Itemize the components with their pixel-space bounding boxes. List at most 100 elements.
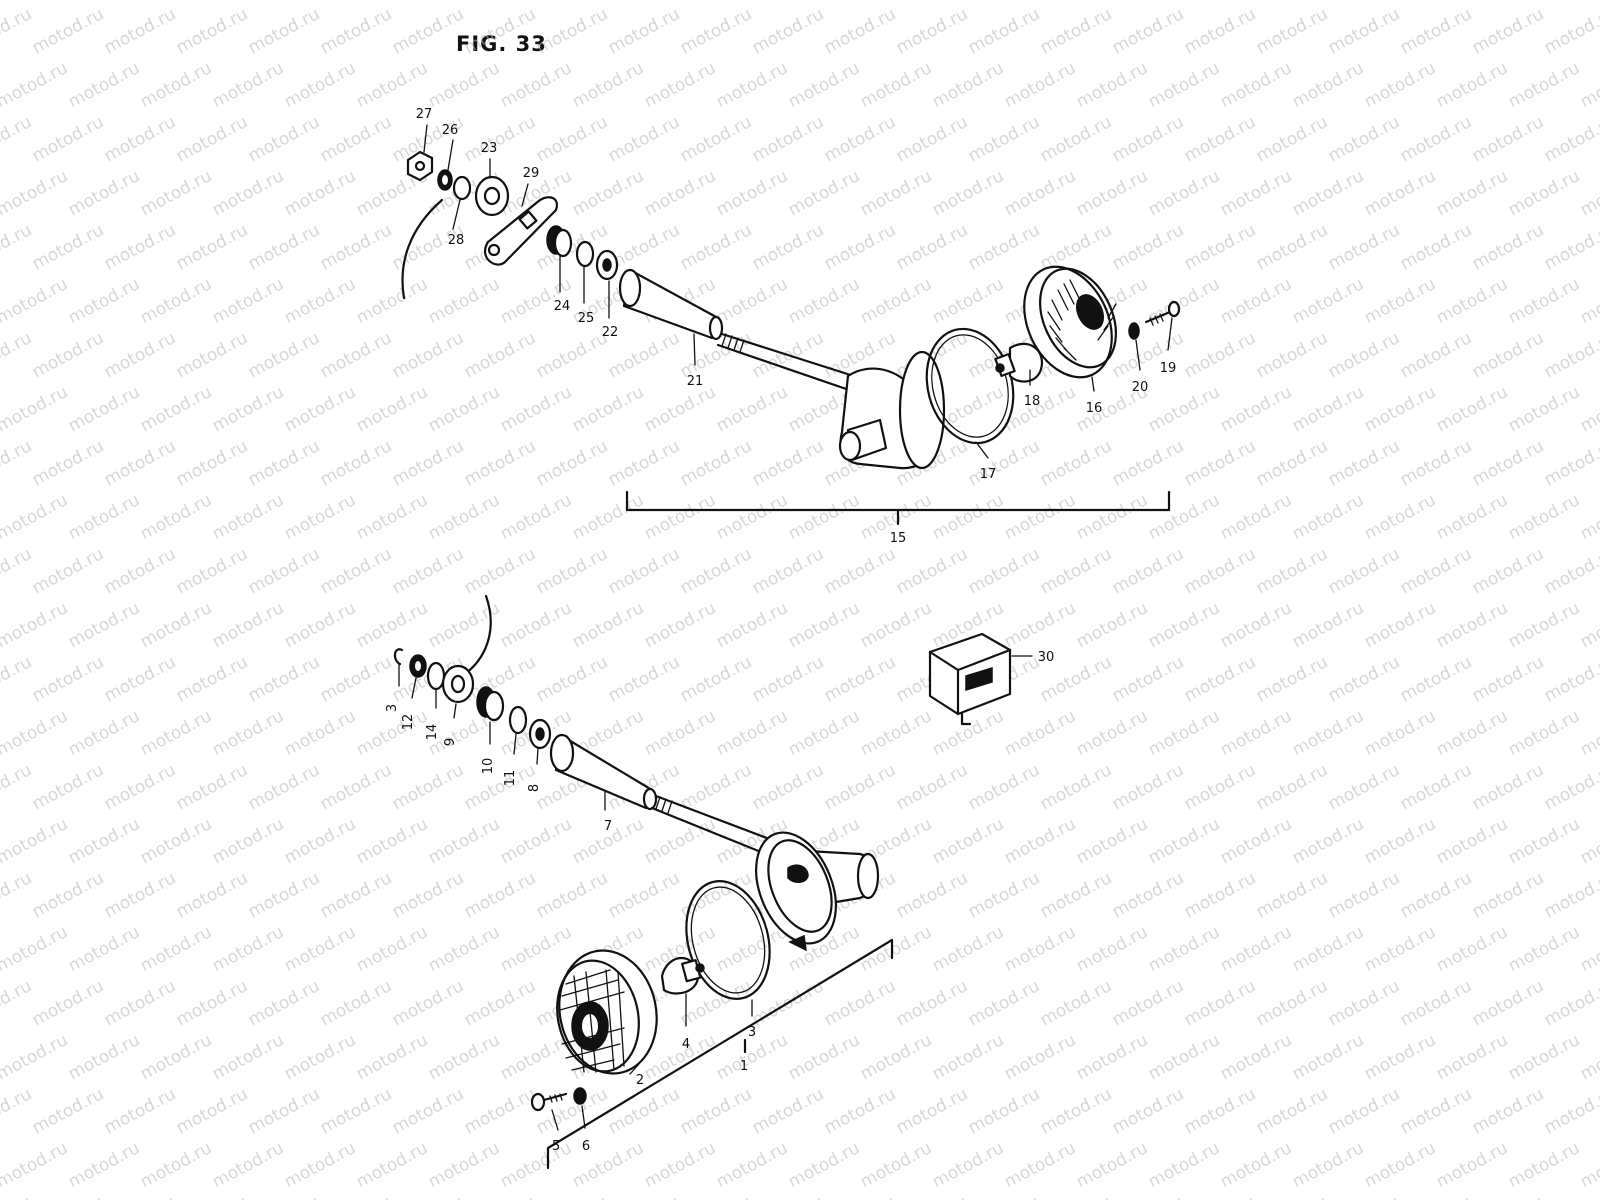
watermark-text: motod.ru <box>1253 112 1331 166</box>
watermark-text: motod.ru <box>245 436 323 490</box>
watermark-text: motod.ru <box>389 4 467 58</box>
watermark-text: motod.ru <box>1577 922 1600 976</box>
watermark-text: motod.ru <box>929 490 1007 544</box>
watermark-text: motod.ru <box>713 1138 791 1192</box>
part-16-lens <box>1023 265 1117 379</box>
watermark-text: motod.ru <box>677 112 755 166</box>
upper-callout-21: 21 <box>687 374 704 389</box>
watermark-text: motod.ru <box>1325 544 1403 598</box>
watermark-text: motod.ru <box>1325 1084 1403 1138</box>
watermark-text: motod.ru <box>1181 1192 1259 1200</box>
watermark-text: motod.ru <box>641 166 719 220</box>
watermark-text: motod.ru <box>425 490 503 544</box>
watermark-text: motod.ru <box>857 1138 935 1192</box>
watermark-text: motod.ru <box>425 922 503 976</box>
watermark-text: motod.ru <box>497 922 575 976</box>
lower-callout-7: 7 <box>604 819 612 834</box>
group-label-15: 15 <box>890 531 907 546</box>
watermark-text: motod.ru <box>533 544 611 598</box>
watermark-text: motod.ru <box>0 544 35 598</box>
lower-callout-3: 3 <box>385 704 400 712</box>
watermark-text: motod.ru <box>1325 4 1403 58</box>
watermark-text: motod.ru <box>1145 598 1223 652</box>
watermark-text: motod.ru <box>533 1084 611 1138</box>
lower-callout-5: 5 <box>552 1139 560 1154</box>
watermark-text: motod.ru <box>1325 220 1403 274</box>
watermark-text: motod.ru <box>1037 220 1115 274</box>
watermark-text: motod.ru <box>749 1084 827 1138</box>
watermark-text: motod.ru <box>137 922 215 976</box>
watermark-text: motod.ru <box>0 328 35 382</box>
watermark-text: motod.ru <box>1289 706 1367 760</box>
watermark-text: motod.ru <box>965 868 1043 922</box>
part-25-washer <box>575 240 595 268</box>
part-3-clip <box>393 648 404 666</box>
part-1-housing <box>755 831 880 952</box>
watermark-text: motod.ru <box>569 598 647 652</box>
watermark-text: motod.ru <box>785 274 863 328</box>
watermark-text: motod.ru <box>1577 1138 1600 1192</box>
watermark-text: motod.ru <box>353 814 431 868</box>
callout-30: 30 <box>1038 650 1055 665</box>
watermark-text: motod.ru <box>1469 112 1547 166</box>
watermark-text: motod.ru <box>0 382 71 436</box>
watermark-text: motod.ru <box>173 868 251 922</box>
watermark-text: motod.ru <box>1217 1138 1295 1192</box>
upper-callout-18: 18 <box>1024 394 1041 409</box>
watermark-text: motod.ru <box>641 706 719 760</box>
watermark-text: motod.ru <box>317 652 395 706</box>
watermark-text: motod.ru <box>749 760 827 814</box>
watermark-text: motod.ru <box>101 328 179 382</box>
watermark-text: motod.ru <box>317 4 395 58</box>
watermark-text: motod.ru <box>1361 490 1439 544</box>
watermark-text: motod.ru <box>821 220 899 274</box>
watermark-text: motod.ru <box>641 0 719 4</box>
watermark-text: motod.ru <box>281 490 359 544</box>
watermark-text: motod.ru <box>1397 328 1475 382</box>
watermark-text: motod.ru <box>389 328 467 382</box>
watermark-text: motod.ru <box>1037 1084 1115 1138</box>
watermark-text: motod.ru <box>893 112 971 166</box>
watermark-text: motod.ru <box>65 706 143 760</box>
upper-callout-16: 16 <box>1086 401 1103 416</box>
watermark-text: motod.ru <box>1289 58 1367 112</box>
watermark-text: motod.ru <box>137 382 215 436</box>
watermark-text: motod.ru <box>1217 58 1295 112</box>
watermark-text: motod.ru <box>605 112 683 166</box>
watermark-text: motod.ru <box>1181 4 1259 58</box>
part-28-washer <box>452 175 472 201</box>
watermark-text: motod.ru <box>281 598 359 652</box>
watermark-text: motod.ru <box>713 490 791 544</box>
watermark-text: motod.ru <box>101 436 179 490</box>
watermark-text: motod.ru <box>65 166 143 220</box>
watermark-text: motod.ru <box>821 1084 899 1138</box>
watermark-text: motod.ru <box>353 1030 431 1084</box>
watermark-text: motod.ru <box>1073 1030 1151 1084</box>
watermark-text: motod.ru <box>569 1138 647 1192</box>
watermark-text: motod.ru <box>1037 112 1115 166</box>
watermark-text: motod.ru <box>857 166 935 220</box>
watermark-text: motod.ru <box>425 814 503 868</box>
watermark-text: motod.ru <box>821 976 899 1030</box>
watermark-text: motod.ru <box>605 544 683 598</box>
watermark-text: motod.ru <box>1145 922 1223 976</box>
watermark-text: motod.ru <box>1505 598 1583 652</box>
lower-callout-10: 10 <box>481 758 496 775</box>
watermark-text: motod.ru <box>1109 436 1187 490</box>
part-2-lens <box>556 949 658 1075</box>
watermark-text: motod.ru <box>389 976 467 1030</box>
watermark-text: motod.ru <box>641 1138 719 1192</box>
watermark-text: motod.ru <box>713 0 791 4</box>
watermark-text: motod.ru <box>641 598 719 652</box>
watermark-text: motod.ru <box>0 220 35 274</box>
watermark-text: motod.ru <box>209 922 287 976</box>
watermark-text: motod.ru <box>1397 436 1475 490</box>
watermark-text: motod.ru <box>1433 922 1511 976</box>
watermark-text: motod.ru <box>0 112 35 166</box>
watermark-text: motod.ru <box>929 58 1007 112</box>
watermark-text: motod.ru <box>209 598 287 652</box>
watermark-text: motod.ru <box>1253 1084 1331 1138</box>
watermark-text: motod.ru <box>173 1192 251 1200</box>
watermark-text: motod.ru <box>1109 652 1187 706</box>
